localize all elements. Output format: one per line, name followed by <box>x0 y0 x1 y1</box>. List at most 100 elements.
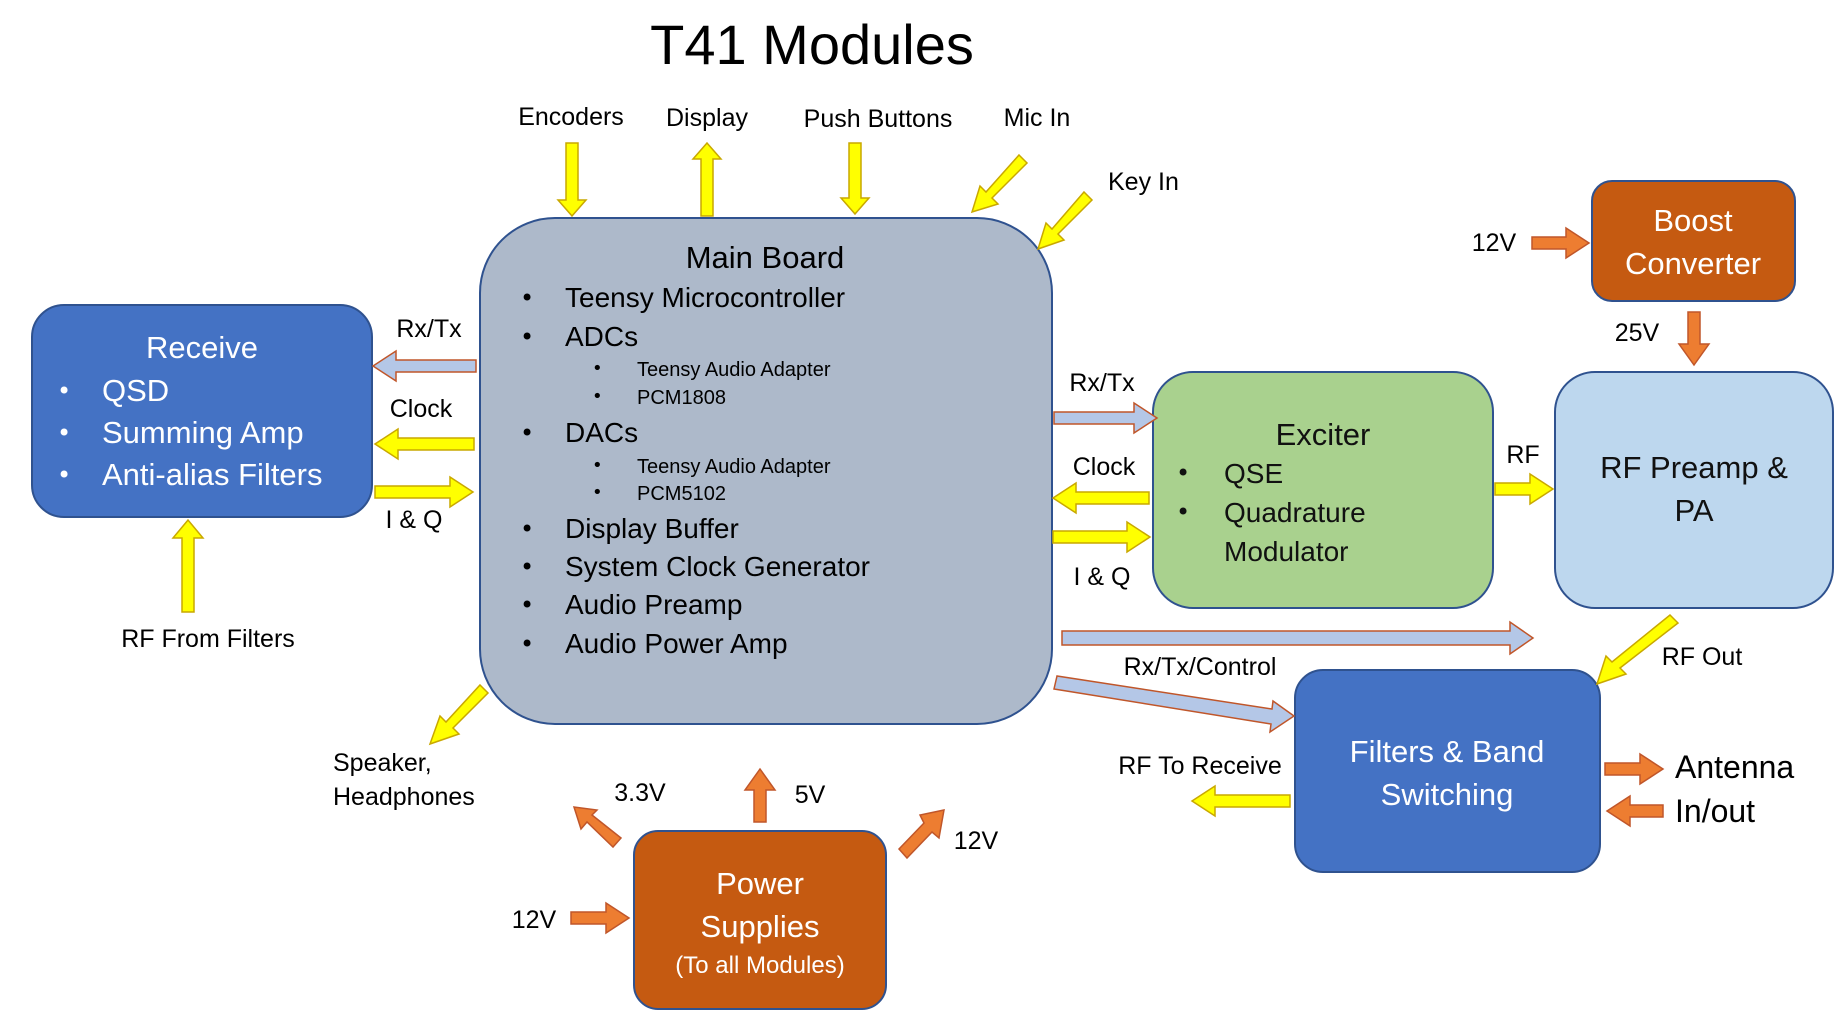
rf-from-filters-arrow-icon <box>171 518 205 613</box>
item-dac-sub1: Teensy Audio Adapter <box>637 456 831 478</box>
receive-item-antialias: Anti-alias Filters <box>102 457 323 492</box>
bullet-icon: • <box>592 455 603 476</box>
item-adcs: ADCs <box>565 321 638 352</box>
bullet-icon: • <box>520 284 534 312</box>
antenna-label-line2: In/out <box>1675 793 1755 829</box>
push-buttons-arrow-icon <box>839 142 871 216</box>
main-board-box <box>479 217 1053 725</box>
key-in-arrow-icon <box>1036 190 1094 251</box>
filters-box <box>1294 669 1601 873</box>
boost-converter-box <box>1591 180 1796 302</box>
power-title-line1: Power <box>716 866 804 901</box>
rf-out-label: RF Out <box>1662 643 1743 671</box>
page-title: T41 Modules <box>650 13 974 76</box>
rf-label: RF <box>1506 441 1539 469</box>
power-5v-arrow-icon <box>743 767 777 823</box>
boost-12v-arrow-icon <box>1531 226 1591 260</box>
power-12v-in-arrow-icon <box>570 901 631 935</box>
bullet-icon: • <box>520 515 534 543</box>
boost-25v-label: 25V <box>1615 319 1660 347</box>
arrows-layer <box>171 141 1711 935</box>
rxtx-right-arrow-icon <box>1053 401 1159 435</box>
power-title-line2: Supplies <box>701 909 820 944</box>
iq-left-label: I & Q <box>386 506 443 534</box>
boost-title-line1: Boost <box>1653 203 1733 238</box>
bullet-icon: • <box>57 377 71 405</box>
rf-preamp-box <box>1554 371 1834 609</box>
clock-right-label: Clock <box>1073 453 1136 481</box>
power-12v-in-label: 12V <box>512 906 557 934</box>
antenna-in-arrow-icon <box>1605 794 1664 828</box>
rf-to-receive-arrow-icon <box>1190 784 1291 818</box>
rxtx-right-label: Rx/Tx <box>1069 369 1135 397</box>
item-audio-power-amp: Audio Power Amp <box>565 628 788 659</box>
speaker-label-line2: Headphones <box>333 783 475 811</box>
main-board-title: Main Board <box>686 240 845 275</box>
exciter-item-quadrature: Quadrature <box>1224 497 1366 528</box>
mic-in-label: Mic In <box>1004 104 1071 132</box>
item-teensy: Teensy Microcontroller <box>565 282 845 313</box>
rxtx-left-label: Rx/Tx <box>396 315 462 343</box>
bullet-icon: • <box>520 591 534 619</box>
exciter-item-qse: QSE <box>1224 458 1283 489</box>
receive-box <box>31 304 373 518</box>
filters-title-line2: Switching <box>1381 777 1514 812</box>
exciter-box <box>1152 371 1494 609</box>
boost-title-line2: Converter <box>1625 246 1761 281</box>
bullet-icon: • <box>57 419 71 447</box>
bullet-icon: • <box>520 323 534 351</box>
rf-to-receive-label: RF To Receive <box>1118 752 1282 780</box>
bullet-icon: • <box>592 482 603 503</box>
item-adc-sub1: Teensy Audio Adapter <box>637 359 831 381</box>
bullet-icon: • <box>520 553 534 581</box>
speaker-arrow-icon <box>428 683 490 746</box>
rf-arrow-icon <box>1494 472 1555 506</box>
receive-item-summing: Summing Amp <box>102 415 304 450</box>
rxtx-left-arrow-icon <box>371 349 477 383</box>
item-dac-sub2: PCM5102 <box>637 483 726 505</box>
power-12v-out-arrow-icon <box>897 809 945 860</box>
key-in-label: Key In <box>1108 168 1179 196</box>
encoders-arrow-icon <box>556 142 588 218</box>
iq-right-label: I & Q <box>1074 563 1131 591</box>
item-dacs: DACs <box>565 417 638 448</box>
rxtx-control-label: Rx/Tx/Control <box>1124 653 1277 681</box>
exciter-item-modulator: Modulator <box>1224 536 1349 567</box>
boost-25v-arrow-icon <box>1677 311 1711 367</box>
power-3v3-arrow-icon <box>572 806 623 849</box>
boost-12v-label: 12V <box>1472 229 1517 257</box>
power-5v-label: 5V <box>795 781 826 809</box>
display-arrow-icon <box>691 141 723 217</box>
receive-item-qsd: QSD <box>102 373 169 408</box>
antenna-label-line1: Antenna <box>1675 749 1794 785</box>
item-clock-gen: System Clock Generator <box>565 551 870 582</box>
iq-right-arrow-icon <box>1052 520 1152 554</box>
clock-right-arrow-icon <box>1051 481 1150 515</box>
rf-out-arrow-icon <box>1595 613 1680 686</box>
power-title-line3: (To all Modules) <box>675 952 844 979</box>
power-3v3-label: 3.3V <box>614 779 666 807</box>
rxtx-control-arrow-icon <box>1061 620 1535 656</box>
power-12v-out-label: 12V <box>954 827 999 855</box>
display-label: Display <box>666 104 748 132</box>
iq-left-arrow-icon <box>374 475 475 509</box>
encoders-label: Encoders <box>518 103 624 131</box>
item-display-buffer: Display Buffer <box>565 513 739 544</box>
filters-control-arrow-icon <box>1053 675 1296 734</box>
rf-preamp-title-line1: RF Preamp & <box>1600 450 1788 485</box>
bullet-icon: • <box>520 630 534 658</box>
bullet-icon: • <box>1176 498 1190 526</box>
rf-from-filters-label: RF From Filters <box>121 625 295 653</box>
mic-in-arrow-icon <box>970 153 1029 214</box>
clock-left-label: Clock <box>390 395 453 423</box>
antenna-out-arrow-icon <box>1604 752 1665 786</box>
filters-title-line1: Filters & Band <box>1350 734 1545 769</box>
clock-left-arrow-icon <box>373 427 475 461</box>
bullet-icon: • <box>57 461 71 489</box>
rf-preamp-title-line2: PA <box>1674 493 1713 528</box>
bullet-icon: • <box>1176 459 1190 487</box>
exciter-title: Exciter <box>1276 417 1371 452</box>
push-buttons-label: Push Buttons <box>804 105 953 133</box>
receive-title: Receive <box>146 330 258 365</box>
